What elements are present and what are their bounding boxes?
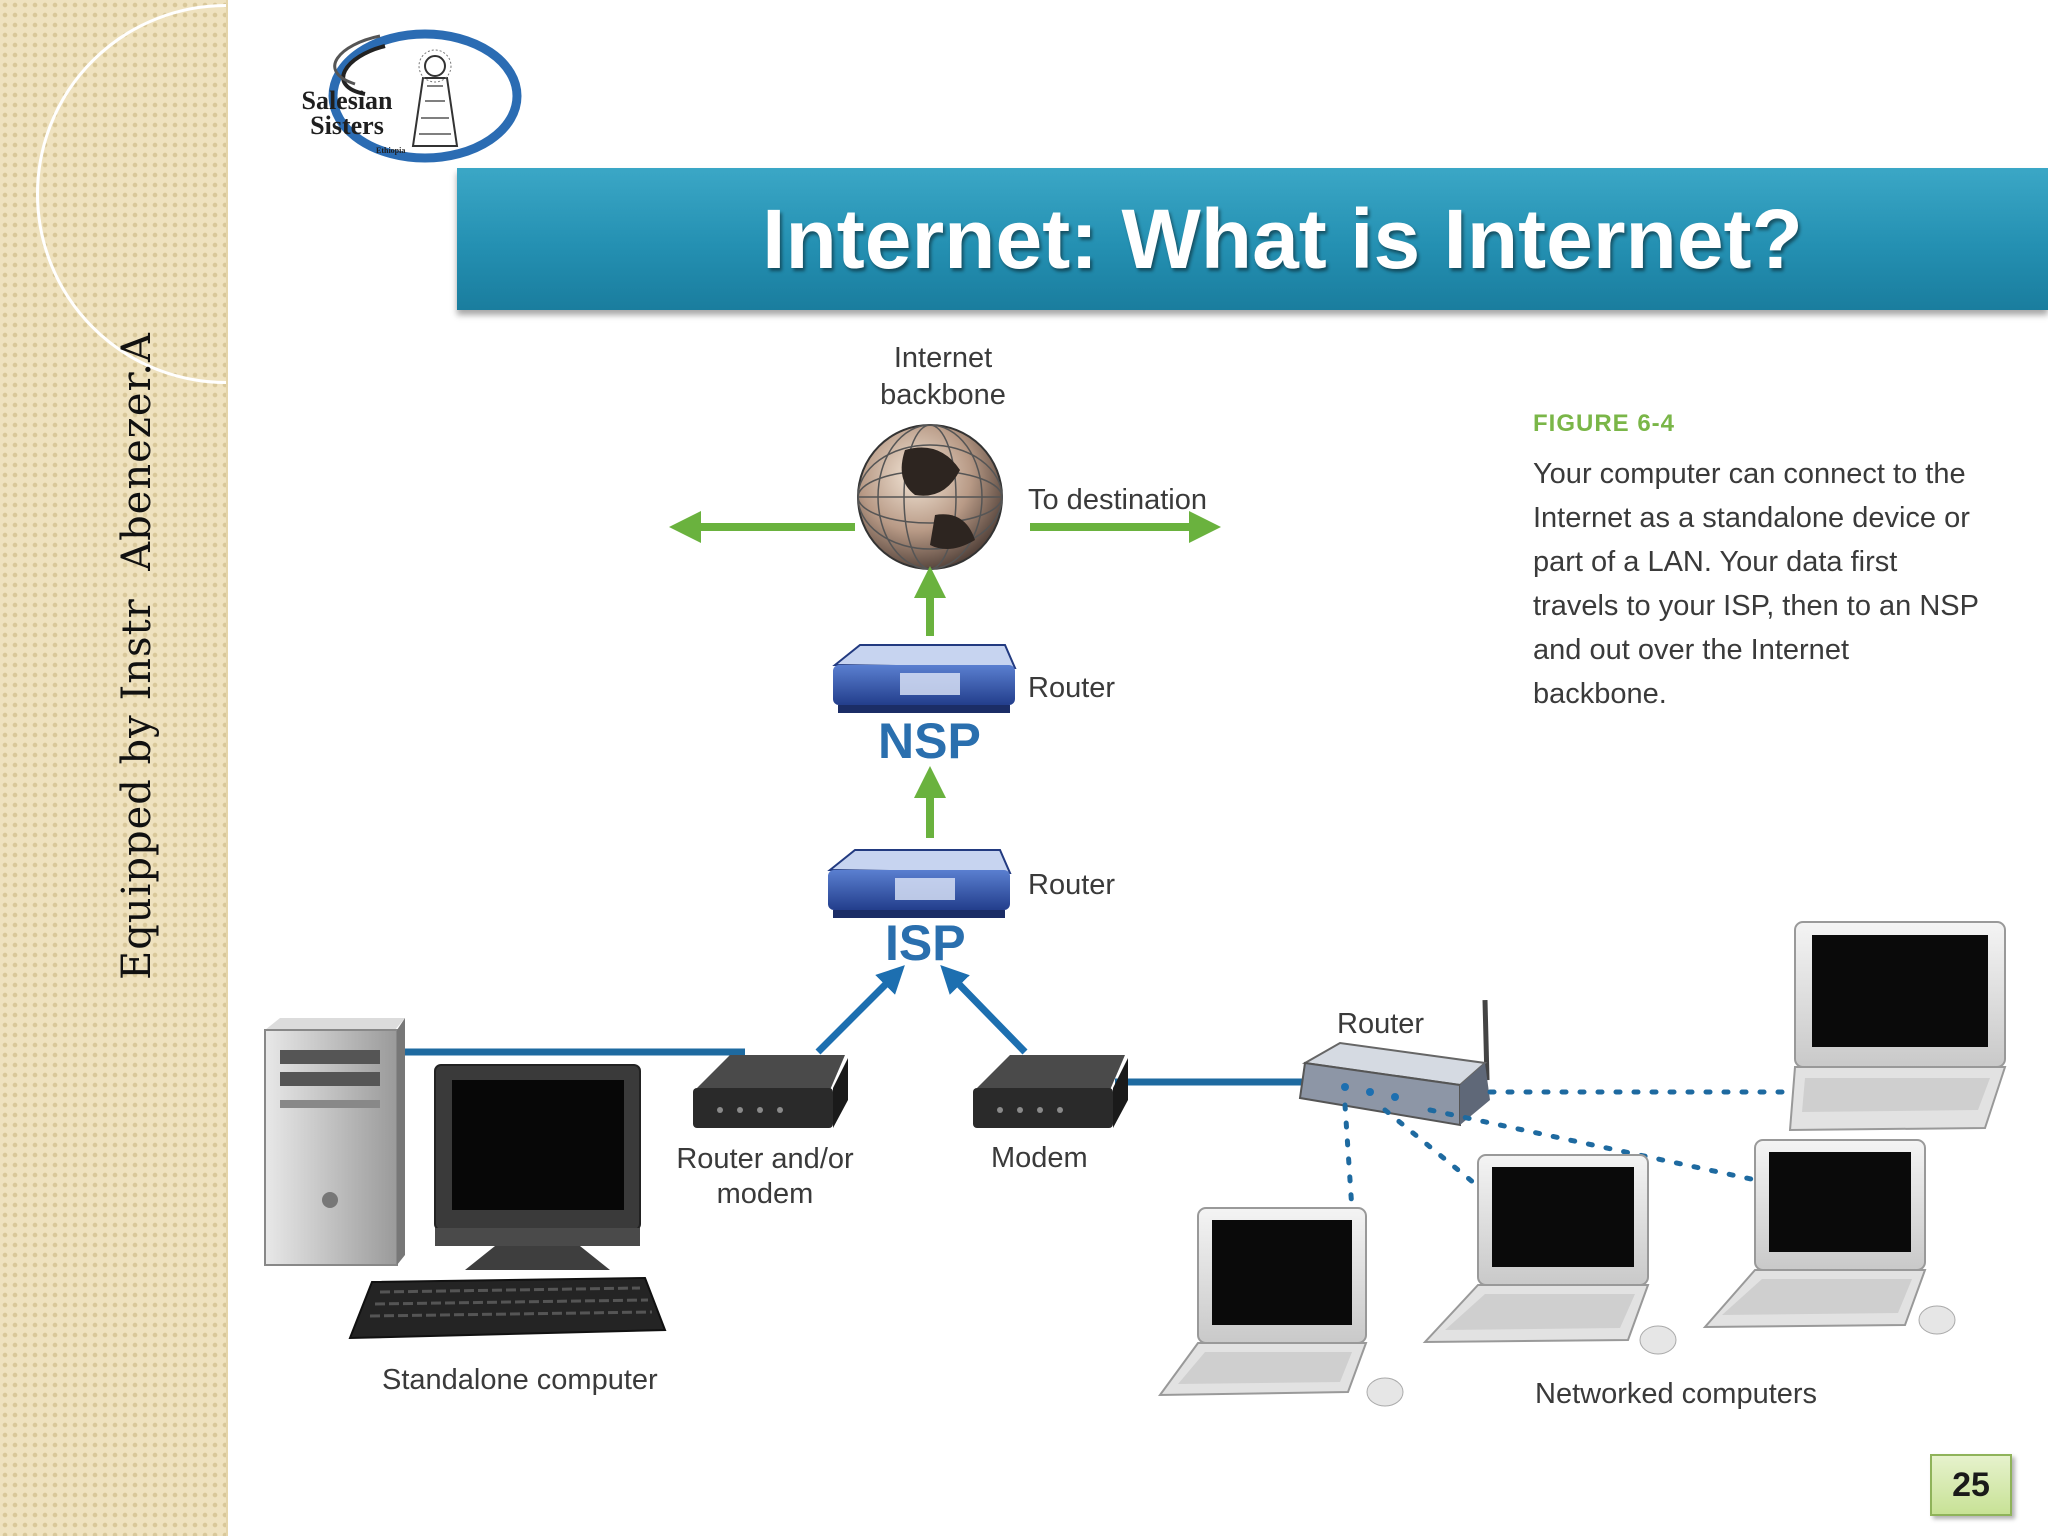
- wireless-link-2: [1382, 1107, 1488, 1195]
- router-modem-to-isp-arrow: [815, 965, 905, 1055]
- isp-router-icon: [827, 849, 1012, 918]
- lan-router-icon: [1298, 999, 1490, 1127]
- laptop-1-icon: [1788, 921, 2007, 1132]
- lan-router-label: Router: [1337, 1008, 1425, 1040]
- monitor-icon: [434, 1064, 641, 1270]
- logo-name: Salesian Sisters: [301, 86, 393, 140]
- laptop-2-icon: [1158, 1207, 1404, 1407]
- modem-to-isp-arrow: [940, 964, 1028, 1055]
- router-modem-device-icon: [693, 1055, 848, 1128]
- laptop-3-icon: [1422, 1154, 1677, 1355]
- modem-label: Modem: [991, 1142, 1088, 1174]
- isp-router-label: Router: [1028, 869, 1116, 901]
- laptop-4-icon: [1702, 1139, 1956, 1335]
- figure-text: Your computer can connect to the Interne…: [1533, 458, 1979, 710]
- title-band: Internet: What is Internet?: [457, 168, 2048, 310]
- salesian-sisters-logo: [328, 29, 522, 163]
- keyboard-icon: [348, 1276, 667, 1340]
- nsp-router-label: Router: [1028, 672, 1116, 704]
- backbone-label: Internet backbone: [880, 342, 1006, 411]
- globe-icon: [857, 424, 1003, 570]
- tower-pc-icon: [264, 1018, 405, 1266]
- destination-label: To destination: [1028, 484, 1207, 516]
- slide-number-badge: 25: [1930, 1454, 2012, 1516]
- madonna-figure-icon: [411, 49, 459, 147]
- nsp-name: NSP: [878, 713, 981, 769]
- networked-computers-label: Networked computers: [1535, 1378, 1818, 1410]
- wireless-links: [1342, 1089, 1788, 1213]
- figure-caption: FIGURE 6-4 Your computer can connect to …: [1533, 410, 1983, 716]
- logo-subtitle: Ethiopia: [376, 146, 406, 155]
- wireless-link-1: [1342, 1102, 1355, 1213]
- standalone-computer-label: Standalone computer: [382, 1364, 658, 1396]
- left-decorative-strip: Equipped by Instr Abenezer.A: [0, 0, 228, 1536]
- figure-label: FIGURE 6-4: [1533, 410, 1676, 437]
- wireless-link-3: [1427, 1107, 1768, 1185]
- nsp-router-icon: [832, 644, 1017, 713]
- modem-device-icon: [973, 1055, 1128, 1128]
- router-modem-label: Router and/or modem: [676, 1143, 854, 1210]
- slide-title: Internet: What is Internet?: [762, 191, 1803, 286]
- isp-name: ISP: [885, 915, 966, 971]
